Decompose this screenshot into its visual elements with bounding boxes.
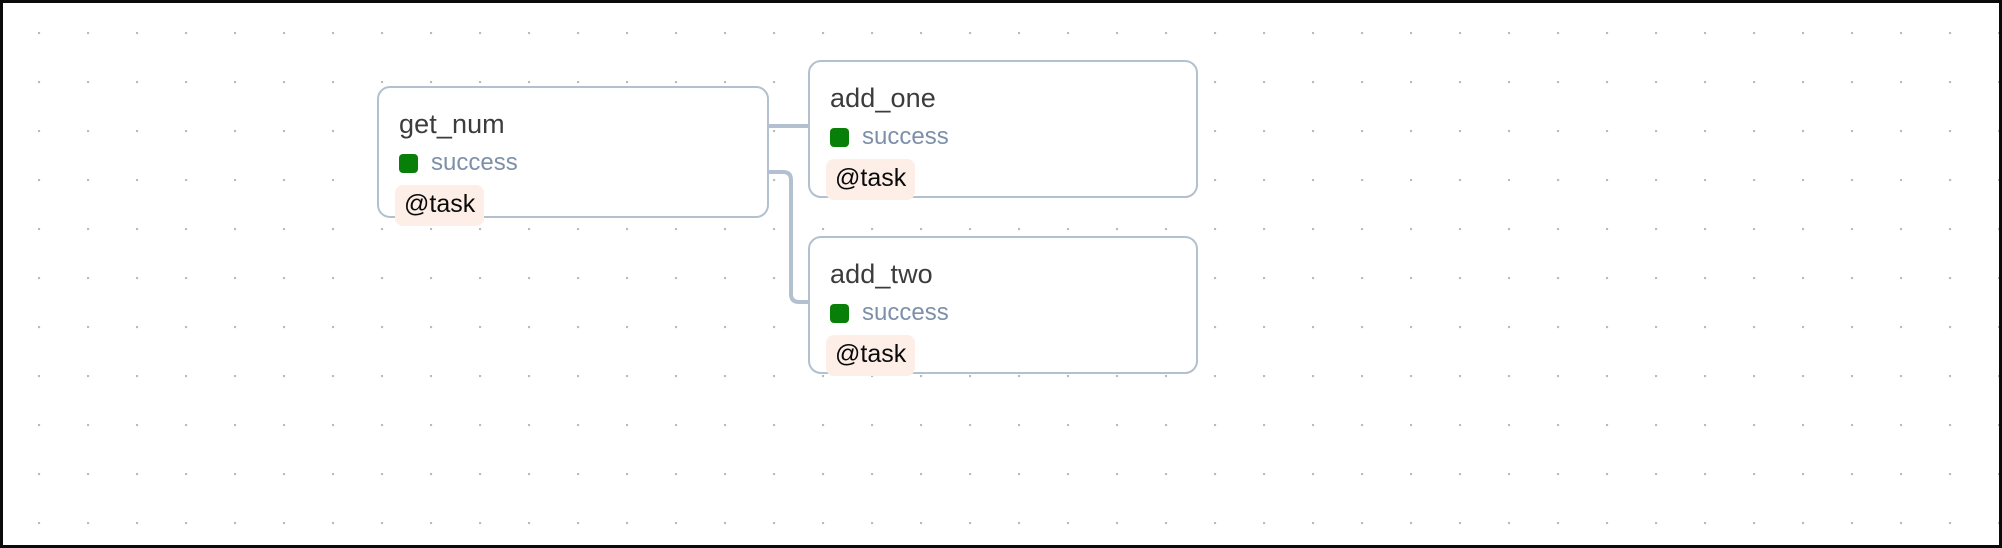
node-port-row[interactable]: success (379, 138, 767, 175)
node-port-label: success (862, 299, 949, 327)
node-add_one[interactable]: add_one success @task (808, 60, 1198, 201)
node-title: add_one (830, 83, 936, 113)
node-port-label: success (862, 123, 949, 151)
node-get_num[interactable]: get_num success @task (377, 86, 769, 227)
status-square-icon (830, 127, 849, 147)
node-title: add_two (830, 259, 933, 289)
status-square-icon (830, 303, 849, 323)
node-port-row[interactable]: success (810, 112, 1196, 149)
node-title: get_num (399, 109, 505, 139)
task-badge: @task (826, 159, 916, 201)
status-square-icon (399, 153, 418, 173)
graph-canvas[interactable]: get_num success @task add_one success @t… (3, 3, 1999, 545)
edges-layer (766, 124, 809, 304)
node-port-label: success (431, 149, 518, 177)
edge-get_num-add_two (766, 170, 809, 304)
node-badge-row: @task (810, 149, 1196, 201)
node-add_two[interactable]: add_two success @task (808, 236, 1198, 377)
node-badge-row: @task (810, 325, 1196, 377)
node-badge-row: @task (379, 175, 767, 227)
task-badge: @task (395, 185, 485, 227)
node-port-row[interactable]: success (810, 288, 1196, 325)
task-badge: @task (826, 335, 916, 377)
